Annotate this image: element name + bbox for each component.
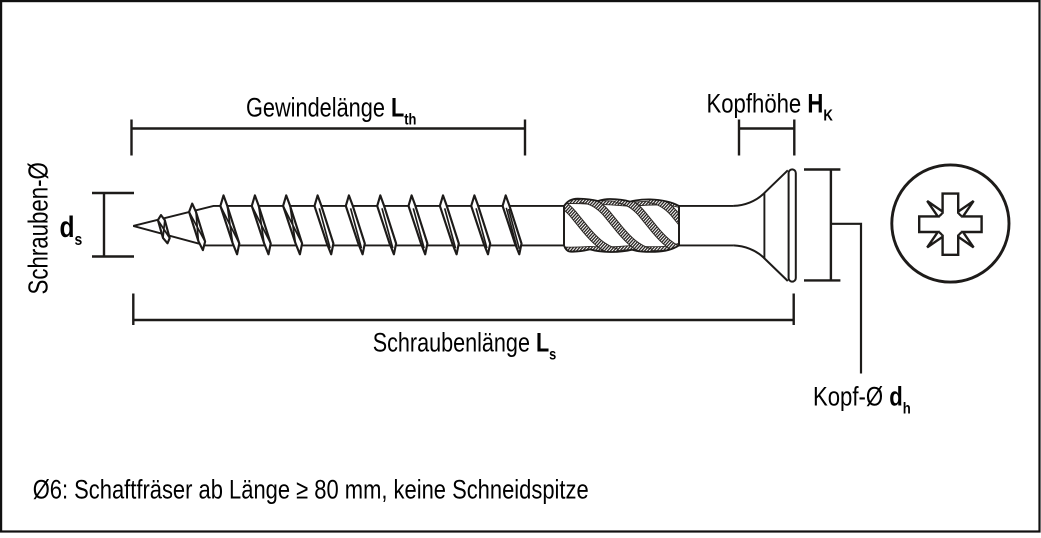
svg-text:Ø6: Schaftfräser ab Länge ≥ 80: Ø6: Schaftfräser ab Länge ≥ 80 mm, keine… [33, 475, 589, 505]
svg-text:Gewindelänge Lth: Gewindelänge Lth [246, 93, 416, 129]
svg-text:Kopfhöhe HK: Kopfhöhe HK [707, 90, 834, 125]
svg-text:Kopf-Ø dh: Kopf-Ø dh [813, 383, 911, 418]
svg-text:Schraubenlänge Ls: Schraubenlänge Ls [373, 329, 557, 365]
svg-text:ds: ds [60, 210, 83, 250]
svg-text:Schrauben-Ø: Schrauben-Ø [23, 162, 54, 294]
